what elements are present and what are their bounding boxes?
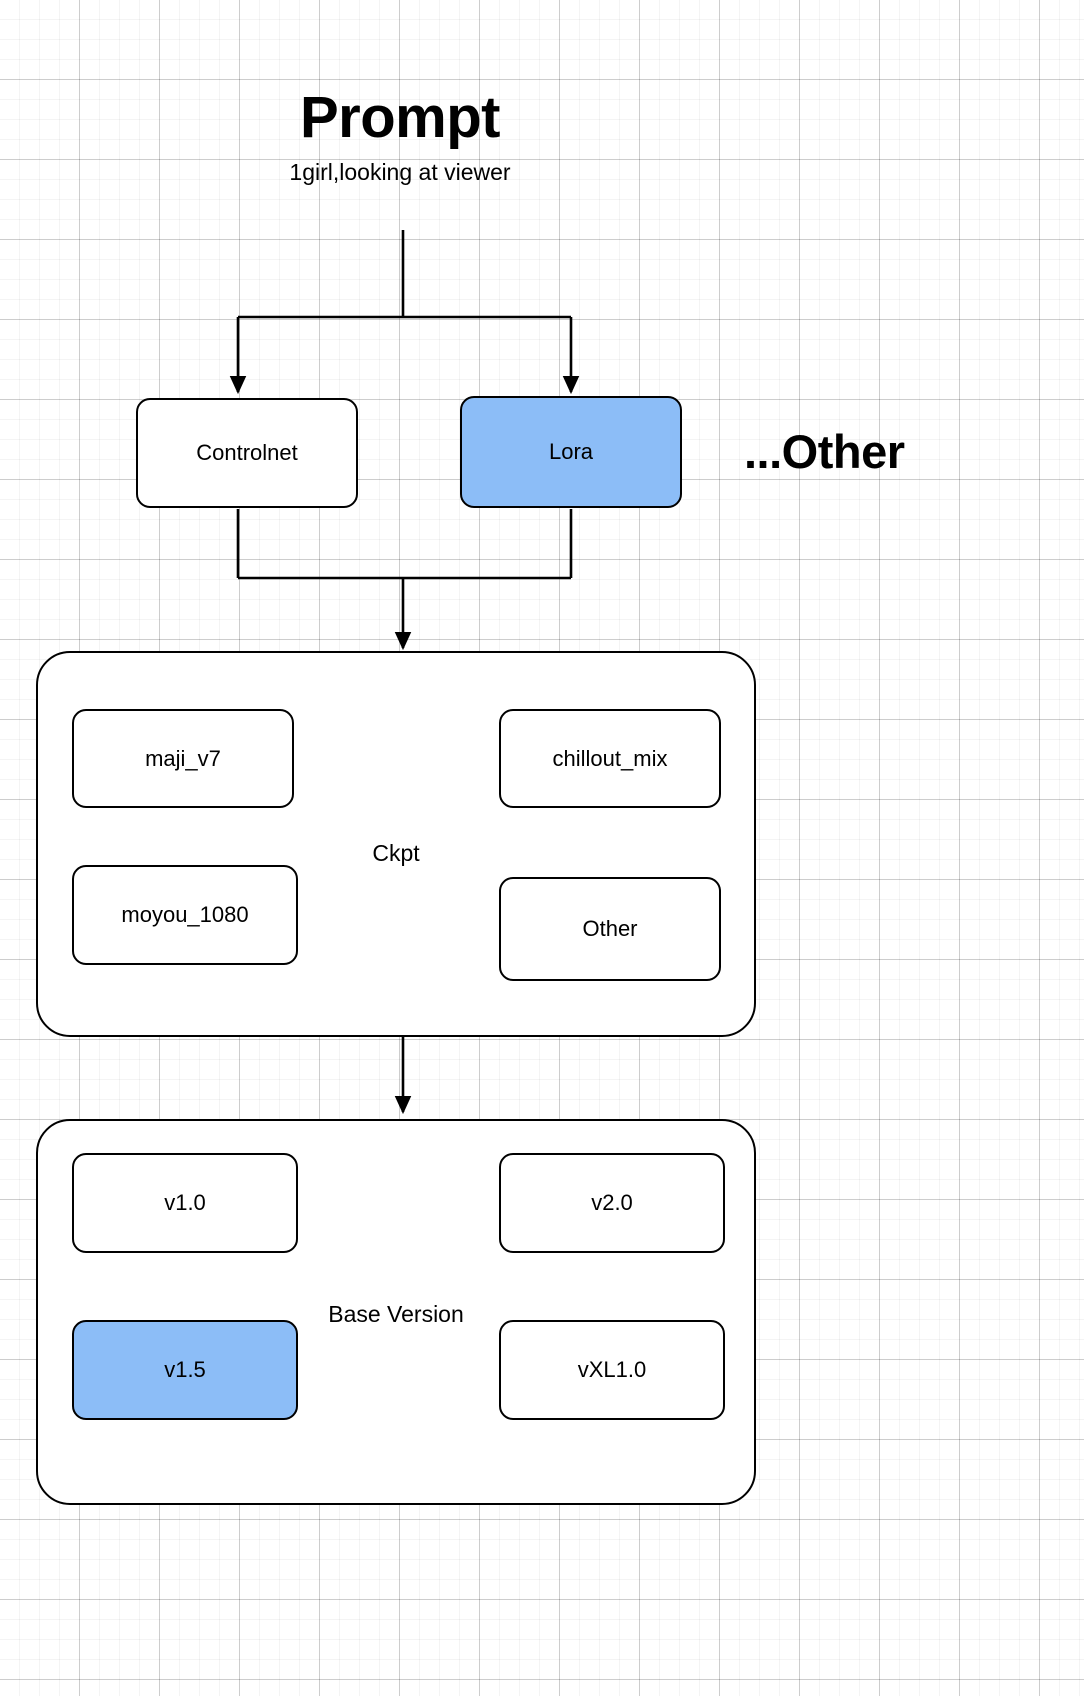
node-moyou-1080[interactable]: moyou_1080 <box>72 865 298 965</box>
group-base-version: v1.0 v2.0 Base Version v1.5 vXL1.0 <box>36 1119 756 1505</box>
node-maji-v7[interactable]: maji_v7 <box>72 709 294 808</box>
node-v1-5-label: v1.5 <box>164 1357 206 1382</box>
node-moyou-1080-label: moyou_1080 <box>121 902 249 927</box>
node-v1-0[interactable]: v1.0 <box>72 1153 298 1253</box>
node-vxl1-0[interactable]: vXL1.0 <box>499 1320 725 1420</box>
node-ckpt-other-label: Other <box>582 916 638 941</box>
node-maji-v7-label: maji_v7 <box>145 745 221 771</box>
node-controlnet-label: Controlnet <box>196 440 298 465</box>
page-title: Prompt <box>300 85 501 150</box>
node-lora[interactable]: Lora <box>460 396 682 508</box>
group-ckpt: maji_v7 chillout_mix Ckpt moyou_1080 Oth… <box>36 651 756 1037</box>
node-ckpt-other[interactable]: Other <box>499 877 721 981</box>
node-v1-5[interactable]: v1.5 <box>72 1320 298 1420</box>
node-chillout-mix-label: chillout_mix <box>552 745 668 771</box>
other-annotation: ...Other <box>744 425 905 478</box>
node-vxl1-0-label: vXL1.0 <box>577 1357 647 1382</box>
node-lora-label: Lora <box>548 439 594 464</box>
node-chillout-mix[interactable]: chillout_mix <box>499 709 721 808</box>
node-controlnet[interactable]: Controlnet <box>136 398 358 508</box>
prompt-subtitle: 1girl,looking at viewer <box>289 159 511 186</box>
prompt-header: Prompt 1girl,looking at viewer <box>120 88 680 186</box>
node-v2-0-label: v2.0 <box>591 1190 633 1215</box>
node-v2-0[interactable]: v2.0 <box>499 1153 725 1253</box>
group-ckpt-label: Ckpt <box>372 840 420 866</box>
node-v1-0-label: v1.0 <box>164 1190 206 1215</box>
group-base-version-label: Base Version <box>328 1301 464 1327</box>
